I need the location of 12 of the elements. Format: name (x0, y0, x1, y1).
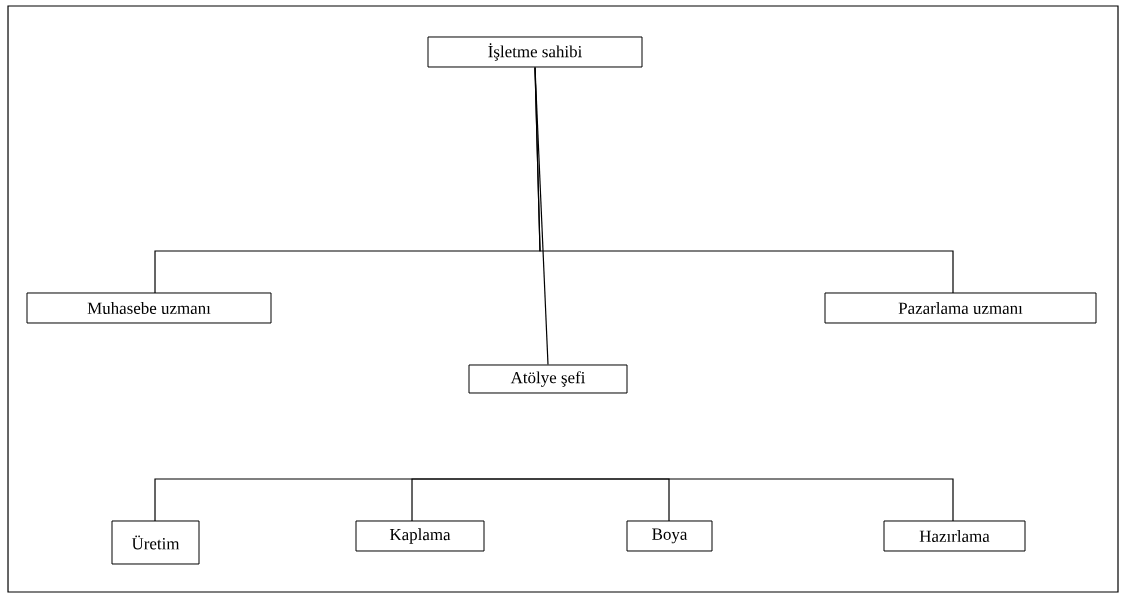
connector-line (411, 478, 541, 522)
org-box: Muhasebe uzmanı (26, 292, 272, 324)
org-box: Kaplama (355, 520, 485, 552)
org-box: Atölye şefi (468, 364, 628, 394)
org-box: İşletme sahibi (427, 36, 643, 68)
org-box: Boya (626, 520, 713, 552)
connector-line (534, 66, 954, 294)
connector-line (534, 66, 549, 366)
org-box: Pazarlama uzmanı (824, 292, 1097, 324)
org-box: Hazırlama (883, 520, 1026, 552)
org-box: Üretim (111, 520, 200, 565)
connector-line (539, 478, 954, 522)
